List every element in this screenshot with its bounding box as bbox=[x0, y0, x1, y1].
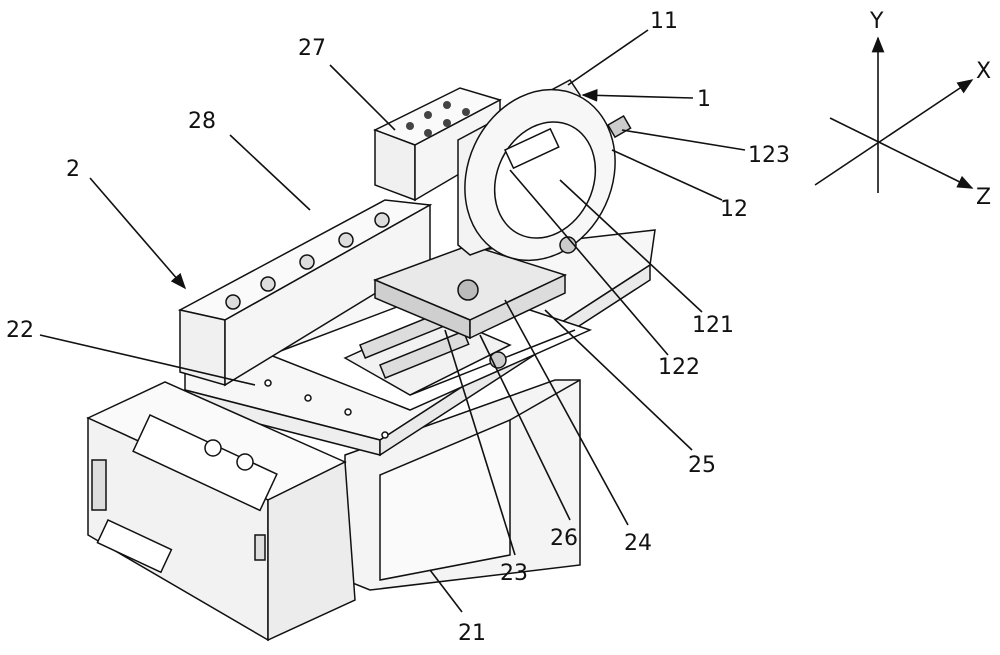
leader-lines bbox=[39, 29, 746, 613]
label-22: 22 bbox=[6, 318, 34, 343]
label-27: 27 bbox=[298, 36, 326, 61]
label-23: 23 bbox=[500, 561, 528, 586]
translation-stage bbox=[343, 244, 568, 396]
label-122: 122 bbox=[658, 355, 700, 380]
axis-z-label: Z bbox=[976, 185, 991, 210]
label-123: 123 bbox=[748, 143, 790, 168]
reference-labels: 11 27 1 28 2 123 12 121 22 122 25 26 24 … bbox=[6, 9, 790, 646]
label-28: 28 bbox=[188, 109, 216, 134]
label-2: 2 bbox=[66, 157, 80, 182]
label-24: 24 bbox=[624, 531, 652, 556]
optical-mount-1 bbox=[457, 79, 632, 262]
rail-block-28 bbox=[177, 199, 433, 387]
label-25: 25 bbox=[688, 453, 716, 478]
control-box bbox=[86, 381, 356, 642]
label-21: 21 bbox=[458, 621, 486, 646]
axis-y-label: Y bbox=[869, 9, 884, 34]
axis-x-label: X bbox=[976, 59, 991, 84]
label-1: 1 bbox=[697, 87, 711, 112]
lower-housing-21 bbox=[344, 379, 581, 591]
coordinate-axes: Y X Z bbox=[814, 9, 991, 210]
label-12: 12 bbox=[720, 197, 748, 222]
label-121: 121 bbox=[692, 313, 734, 338]
label-26: 26 bbox=[550, 526, 578, 551]
label-11: 11 bbox=[650, 9, 678, 34]
